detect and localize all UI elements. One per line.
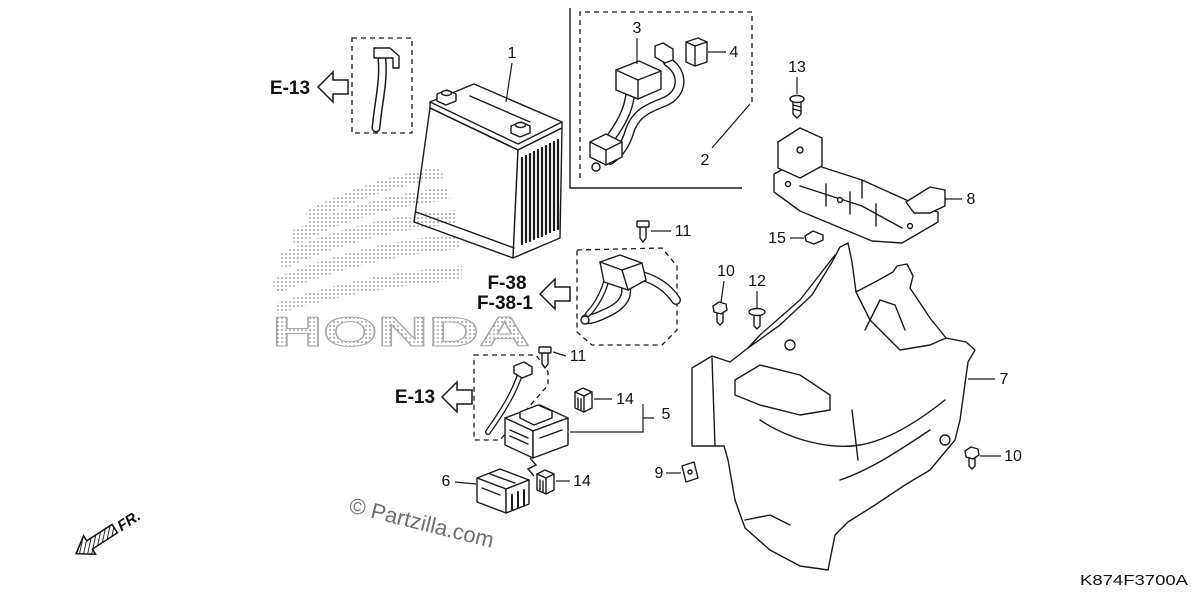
part-3-terminal-cover [615, 60, 662, 100]
reference-box-f38 [576, 247, 678, 346]
leader-line [505, 62, 513, 103]
reference-e13-top: E-13 [270, 78, 310, 99]
callout-9[interactable]: 9 [655, 465, 664, 482]
part-10-screw-upper [712, 301, 728, 326]
part-14-fuse-cap-upper [574, 387, 593, 413]
part-7-battery-cover [691, 242, 976, 571]
reference-arrow-f38 [538, 277, 571, 311]
diagram-code: K874F3700A [1080, 572, 1188, 589]
front-direction-marker: FR. [75, 507, 144, 555]
relay-zigzag-wire [526, 457, 538, 477]
part-2-battery-cable [589, 42, 685, 172]
part-6-fuse-box [476, 468, 530, 514]
callout-14-upper[interactable]: 14 [616, 391, 634, 408]
group-frame-part-2 [569, 8, 742, 189]
callout-1[interactable]: 1 [508, 45, 517, 62]
callout-10-right[interactable]: 10 [1004, 448, 1022, 465]
front-arrow-icon [75, 523, 119, 555]
part-15-clip [804, 230, 824, 245]
part-4-terminal-cap [685, 37, 708, 67]
reference-e13-bottom: E-13 [395, 387, 435, 408]
callout-10-upper[interactable]: 10 [717, 263, 735, 280]
callout-12[interactable]: 12 [748, 273, 766, 290]
honda-brand-watermark: HONDA [272, 308, 530, 355]
reference-f38: F-38 [487, 273, 526, 294]
bracket-part-5 [570, 404, 654, 433]
leader-lines [454, 38, 1001, 485]
callout-15[interactable]: 15 [768, 230, 786, 247]
reference-box-e13-top [351, 37, 413, 134]
callout-5[interactable]: 5 [662, 406, 671, 423]
callout-3[interactable]: 3 [633, 20, 642, 37]
part-14-fuse-cap-lower [536, 469, 555, 495]
callout-14-lower[interactable]: 14 [573, 473, 591, 490]
part-12-screw [748, 307, 766, 330]
reference-arrow-e13-top [316, 70, 349, 104]
copyright-watermark: © Partzilla.com [347, 493, 497, 553]
part-8-battery-tray [773, 127, 946, 244]
leader-line [454, 481, 477, 485]
callout-4[interactable]: 4 [730, 44, 739, 61]
callout-2[interactable]: 2 [701, 152, 710, 169]
group-dashed-part-2 [579, 11, 753, 178]
callout-11-upper[interactable]: 11 [675, 223, 692, 240]
part-5-starter-relay [504, 404, 569, 459]
reference-f38-1: F-38-1 [477, 293, 533, 314]
leader-line [711, 103, 751, 149]
leader-line [720, 280, 725, 303]
part-relay-wire-ref [485, 361, 533, 435]
part-13-screw [789, 94, 805, 119]
callout-7[interactable]: 7 [1000, 371, 1009, 388]
part-10-screw-right [964, 446, 980, 470]
callout-13[interactable]: 13 [788, 59, 806, 76]
honda-wing-watermark [272, 167, 462, 314]
callout-11-lower[interactable]: 11 [570, 348, 587, 365]
front-marker-label: FR. [114, 507, 144, 534]
part-11-screw-upper [636, 220, 650, 243]
callouts: 1 2 3 4 5 6 7 8 9 10 10 11 11 12 13 14 1… [442, 20, 1022, 490]
callout-8[interactable]: 8 [967, 191, 976, 208]
part-battery-wire-ref [371, 47, 400, 133]
part-9-clip-nut [681, 461, 699, 483]
part-1-battery [413, 83, 563, 259]
callout-6[interactable]: 6 [442, 473, 451, 490]
part-11-screw-lower [538, 346, 552, 369]
leader-line [552, 351, 567, 357]
reference-arrow-e13-bottom [440, 380, 473, 414]
part-starter-cable-ref [580, 254, 681, 325]
